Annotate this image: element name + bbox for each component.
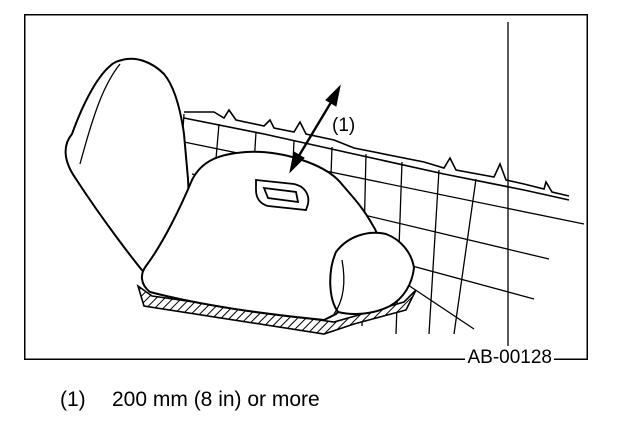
dimension-arrow [289,84,341,174]
dimension-callout: (1) [332,115,355,136]
seat-rail [183,108,570,201]
legend-number: (1) [60,388,86,411]
buckle-slot [255,179,310,211]
legend-caption: (1) 200 mm (8 in) or more [60,388,320,412]
seat-diagram: (1) AB-00128 [24,14,588,369]
legend-text: 200 mm (8 in) or more [112,388,320,411]
front-bolster [329,231,416,315]
seat-back [64,57,190,284]
figure-frame [24,14,588,360]
figure-code: AB-00128 [465,347,554,369]
seat-cushion [140,150,383,322]
